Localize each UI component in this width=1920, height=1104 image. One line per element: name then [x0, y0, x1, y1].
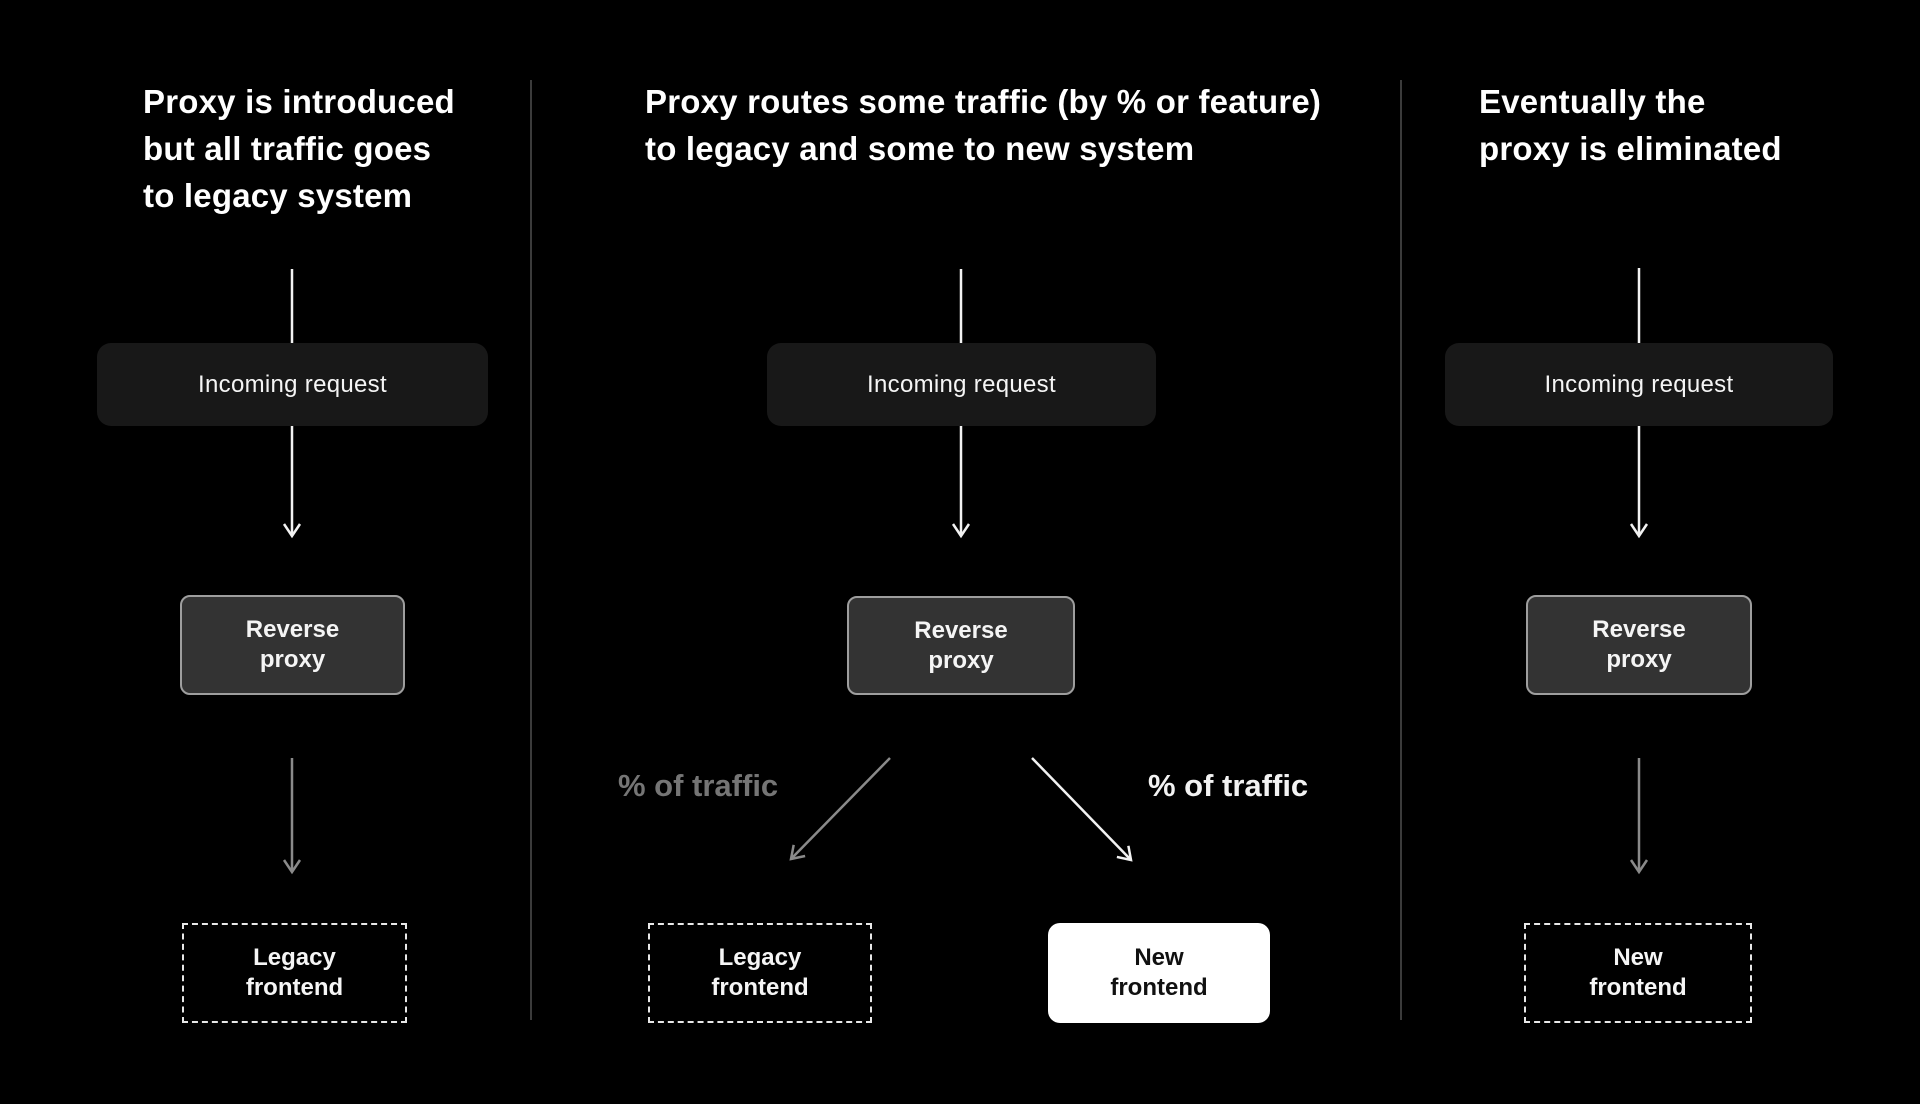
title-line: Proxy routes some traffic (by % or featu… [645, 83, 1322, 120]
title-line: to legacy system [143, 177, 413, 214]
incoming-request-box-3: Incoming request [1445, 343, 1833, 426]
label-line: frontend [711, 974, 809, 1001]
incoming-request-box-2: Incoming request [767, 343, 1156, 426]
title-line: Proxy is introduced [143, 83, 455, 120]
legacy-frontend-box-1: Legacy frontend [182, 923, 407, 1023]
arrow-proxy-to-legacy-2 [789, 757, 891, 861]
reverse-proxy-label: Reverse proxy [246, 615, 339, 675]
label-line: proxy [1606, 646, 1672, 673]
panel-divider-1 [530, 80, 532, 1020]
reverse-proxy-box-2: Reverse proxy [847, 596, 1075, 695]
reverse-proxy-box-1: Reverse proxy [180, 595, 405, 695]
panel2-title: Proxy routes some traffic (by % or featu… [645, 78, 1321, 172]
incoming-request-label: Incoming request [198, 370, 387, 398]
panel3-title: Eventually the proxy is eliminated [1479, 78, 1782, 172]
traffic-label-left: % of traffic [618, 768, 779, 803]
label-line: proxy [928, 646, 994, 674]
label-line: frontend [245, 974, 344, 1001]
label-line: Reverse [1592, 616, 1686, 643]
legacy-frontend-label: Legacy frontend [246, 943, 343, 1003]
reverse-proxy-box-3: Reverse proxy [1526, 595, 1752, 695]
panel1-title: Proxy is introduced but all traffic goes… [143, 78, 455, 219]
incoming-request-box-1: Incoming request [97, 343, 488, 426]
label-line: Reverse [914, 616, 1008, 644]
label-line: proxy [259, 646, 326, 673]
label-line: Legacy [718, 944, 802, 971]
reverse-proxy-label: Reverse proxy [1592, 615, 1685, 675]
incoming-request-label: Incoming request [1544, 370, 1734, 398]
title-line: but all traffic goes [143, 130, 432, 167]
label-line: frontend [1110, 974, 1208, 1001]
new-frontend-label: New frontend [1589, 943, 1686, 1003]
label-line: New [1613, 944, 1663, 971]
legacy-frontend-label: Legacy frontend [711, 943, 808, 1003]
label-line: Legacy [253, 944, 336, 971]
label-line: frontend [1589, 974, 1687, 1001]
label-line: New [1134, 944, 1184, 971]
title-line: to legacy and some to new system [645, 130, 1195, 167]
title-line: proxy is eliminated [1479, 130, 1782, 167]
legacy-frontend-box-2: Legacy frontend [648, 923, 872, 1023]
arrow-proxy-to-new-2 [1031, 757, 1133, 862]
traffic-label-right: % of traffic [1148, 768, 1309, 803]
new-frontend-label: New frontend [1110, 943, 1207, 1003]
panel-divider-2 [1400, 80, 1402, 1020]
title-line: Eventually the [1479, 83, 1706, 120]
reverse-proxy-label: Reverse proxy [914, 616, 1007, 676]
new-frontend-box-2: New frontend [1048, 923, 1270, 1023]
label-line: Reverse [245, 616, 340, 643]
new-frontend-box-3: New frontend [1524, 923, 1752, 1023]
incoming-request-label: Incoming request [867, 370, 1056, 398]
